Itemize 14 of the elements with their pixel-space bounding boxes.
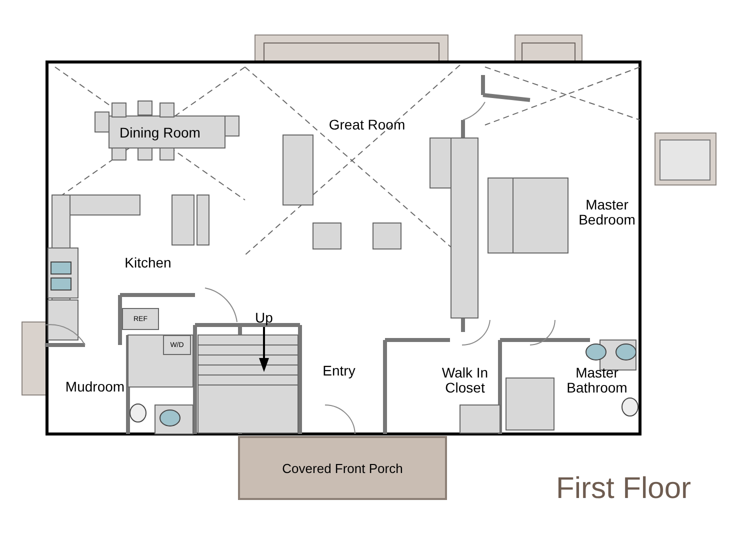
refrigerator <box>122 308 159 330</box>
room-label: Up <box>255 310 273 326</box>
room-label: Master Bedroom <box>578 198 636 228</box>
room-label: Master Bathroom <box>566 366 628 396</box>
porch <box>238 436 447 500</box>
room-label: Covered Front Porch <box>282 460 403 476</box>
room-label: Walk In Closet <box>440 366 490 396</box>
plan-title: First Floor <box>556 472 691 506</box>
room-label: Great Room <box>328 117 406 133</box>
room-label: Mudroom <box>65 379 125 395</box>
room-label: Dining Room <box>120 125 200 141</box>
washer-dryer <box>163 335 191 355</box>
room-label: Entry <box>322 363 356 379</box>
room-label: Kitchen <box>124 255 172 271</box>
